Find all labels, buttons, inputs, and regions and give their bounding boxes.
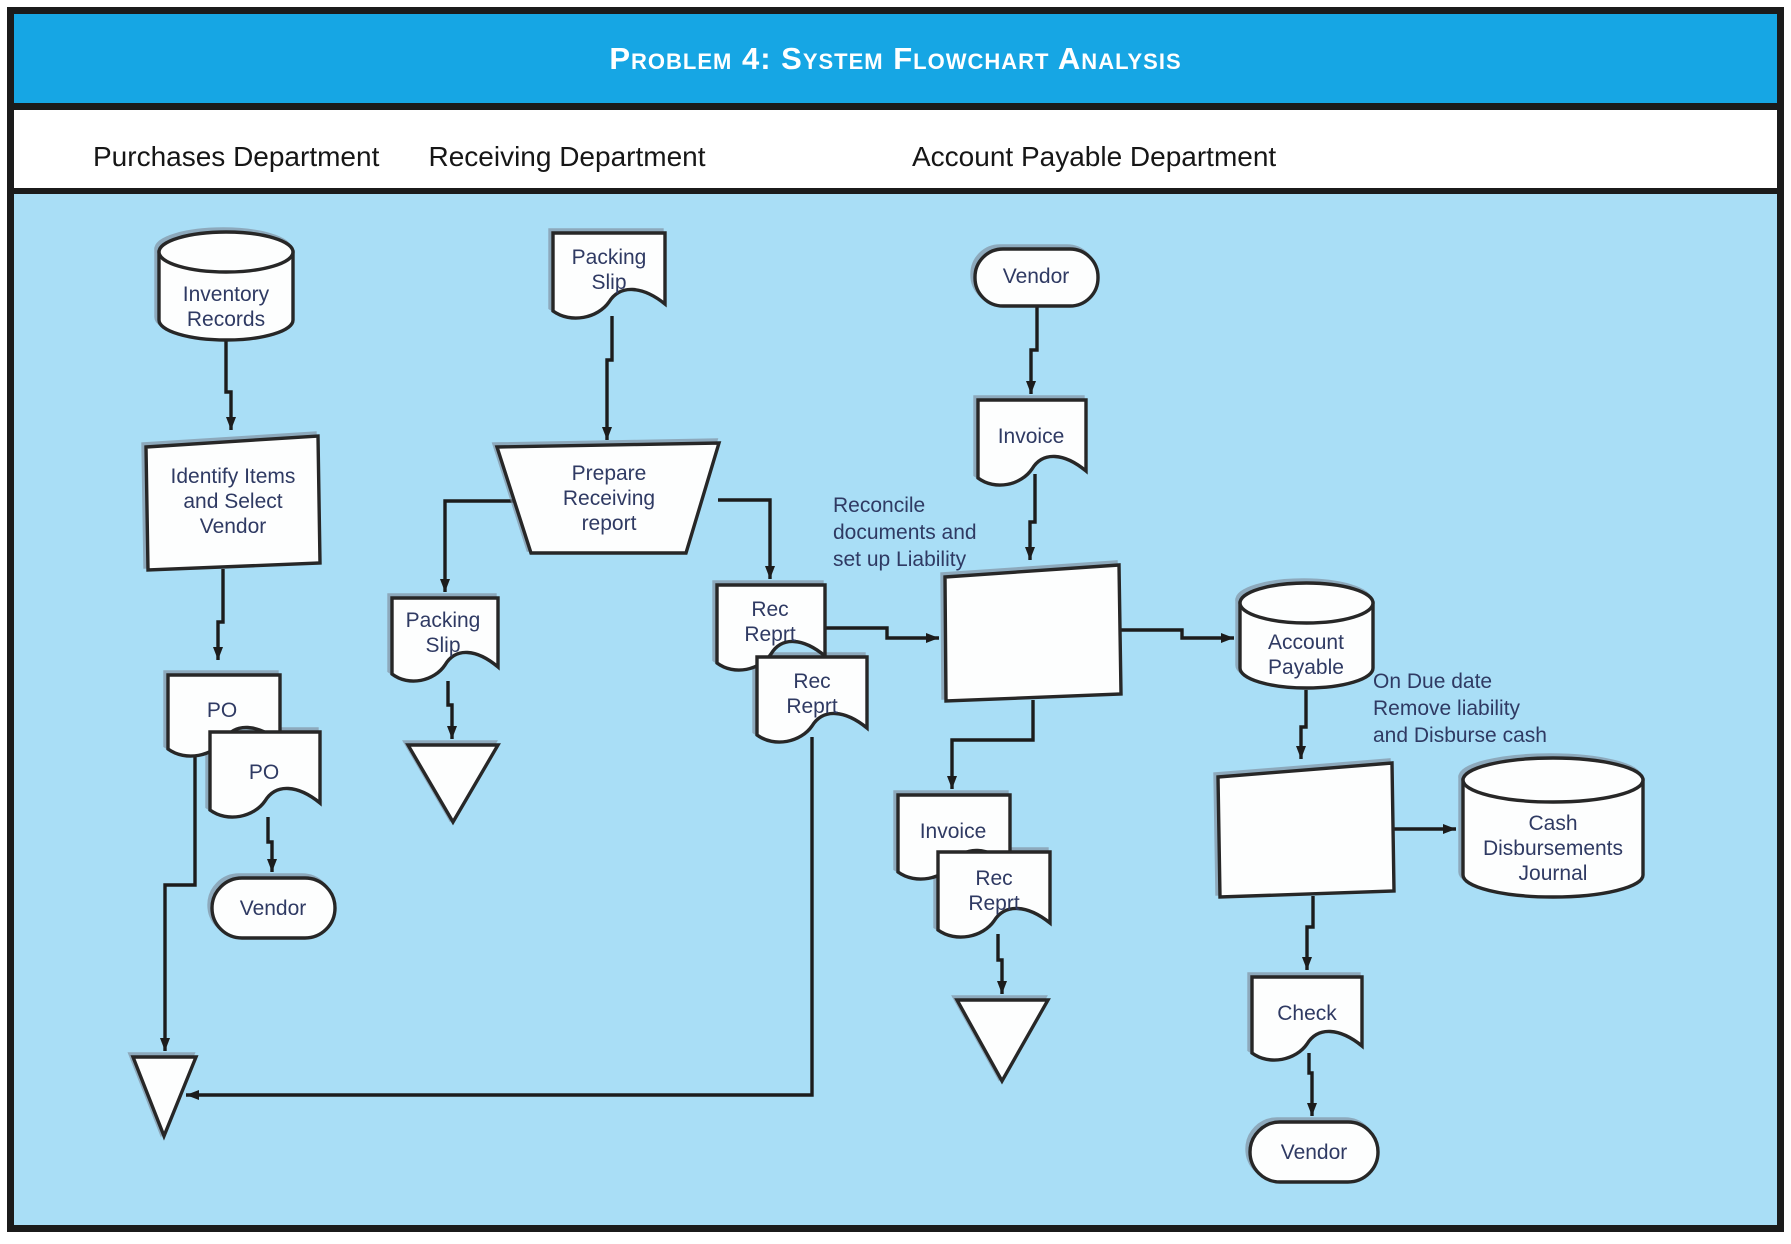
arrow-po-to-archive <box>160 755 197 1051</box>
label-cash-disbursements-journal: Cash Disbursements Journal <box>1482 812 1624 885</box>
label-po-2: PO <box>248 761 280 784</box>
vendor-terminator-purchases <box>210 876 337 940</box>
disburse-process-box <box>1216 761 1396 899</box>
arrow-recreprt-to-purchases-archive <box>186 737 814 1100</box>
arrow-invoice-to-reconcile <box>1025 474 1037 560</box>
arrow-invoice-copy-to-archive <box>996 934 1007 994</box>
label-packing-slip-copy: Packing Slip <box>405 609 481 657</box>
check-document <box>1250 975 1364 1062</box>
shapes <box>130 230 1645 1184</box>
packing-slip-copy-document <box>390 596 500 683</box>
arrow-packingslip-copy-to-archive <box>446 681 457 739</box>
page-title: Problem 4: System Flowchart Analysis <box>609 40 1182 76</box>
arrow-packingslip-to-prepare <box>602 316 614 440</box>
cylinder-top <box>157 230 295 274</box>
invoice-document <box>976 398 1088 487</box>
label-check: Check <box>1277 1002 1337 1025</box>
flowchart-canvas <box>14 194 1777 1225</box>
label-account-payable: Account Payable <box>1268 631 1344 679</box>
label-po-1: PO <box>206 699 238 722</box>
arrow-prepare-to-recreprt <box>718 498 775 579</box>
dept-header-purchases: Purchases Department <box>93 141 380 172</box>
cylinder-top <box>1461 756 1645 804</box>
receiving-archive-triangle <box>405 743 501 826</box>
prepare-receiving-report-trapezoid <box>494 441 722 555</box>
rec-reprt-document-2 <box>755 655 869 744</box>
purchases-archive-triangle <box>130 1055 199 1141</box>
arrow-disburse-to-check <box>1302 896 1315 970</box>
vendor-terminator-ap-top <box>973 247 1100 308</box>
packing-slip-document <box>551 231 667 320</box>
label-invoice-copy: Invoice <box>919 820 987 843</box>
label-rec-reprt-2: Rec Reprt <box>786 670 838 718</box>
dept-header-receiving: Receiving Department <box>428 141 706 172</box>
label-vendor-purchases: Vendor <box>239 897 307 920</box>
label-rec-reprt-1: Rec Reprt <box>744 598 796 646</box>
identify-items-process-box <box>144 434 322 572</box>
arrow-vendor-to-invoice <box>1026 307 1039 394</box>
annotation-reconcile: Reconcile documents and set up Liability <box>833 494 977 571</box>
connectors <box>160 307 1456 1116</box>
label-inventory-records: Inventory Records <box>182 283 270 331</box>
title-banner: Problem 4: System Flowchart Analysis <box>14 14 1777 110</box>
reconcile-process-box <box>943 563 1123 703</box>
label-identify-items: Identify Items and Select Vendor <box>170 465 296 538</box>
label-packing-slip: Packing Slip <box>571 246 647 294</box>
arrow-inventory-to-identify <box>224 340 236 430</box>
rec-reprt-document-3 <box>936 850 1052 939</box>
arrow-reconcile-to-account-payable <box>1121 628 1234 643</box>
label-rec-reprt-3: Rec Reprt <box>968 867 1020 915</box>
arrow-recreprt-to-reconcile <box>826 626 939 643</box>
dept-header-account-payable: Account Payable Department <box>912 141 1277 172</box>
cash-disbursements-journal-cylinder <box>1461 756 1645 899</box>
cylinder-top <box>1238 581 1375 625</box>
label-prepare-receiving-report: Prepare Receiving report <box>562 462 656 535</box>
label-vendor-ap: Vendor <box>1002 265 1070 288</box>
label-invoice: Invoice <box>997 425 1065 448</box>
arrow-identify-to-po <box>213 569 225 660</box>
arrow-reconcile-to-invoice-copy <box>947 700 1035 789</box>
arrow-check-to-vendor <box>1307 1053 1317 1116</box>
arrow-po-to-vendor <box>266 817 277 872</box>
arrow-account-payable-to-disburse <box>1296 690 1308 759</box>
po-document-2 <box>208 730 322 819</box>
account-payable-cylinder <box>1238 581 1375 690</box>
arrow-prepare-to-packingslip-copy <box>440 499 513 592</box>
vendor-terminator-ap-bottom <box>1248 1120 1380 1184</box>
label-vendor-ap-bottom: Vendor <box>1280 1141 1348 1164</box>
ap-archive-triangle <box>954 998 1051 1085</box>
inventory-records-cylinder <box>157 230 295 342</box>
rec-reprt-document-1 <box>715 583 827 672</box>
annotation-due-date: On Due date Remove liability and Disburs… <box>1373 670 1547 747</box>
department-header-row <box>14 110 1777 194</box>
